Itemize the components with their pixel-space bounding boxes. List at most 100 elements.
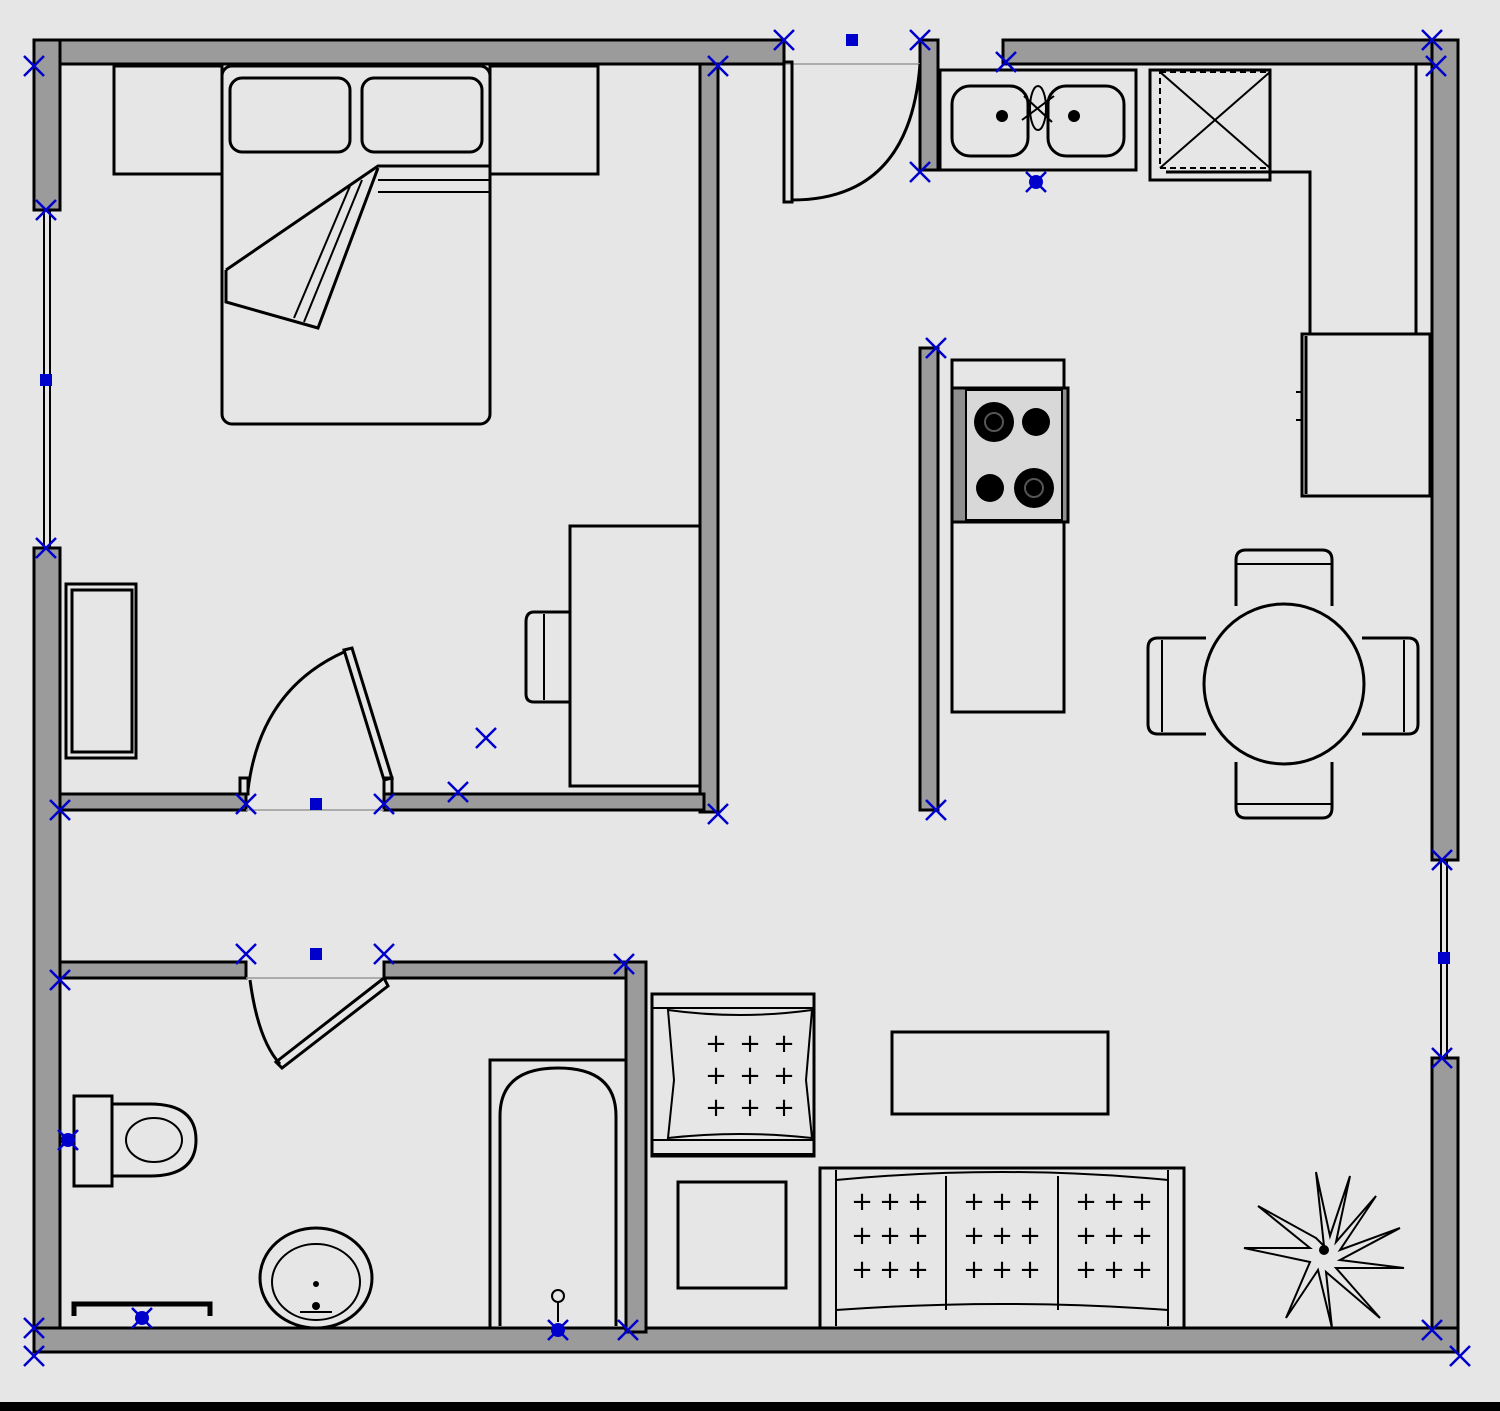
selection-handle-x[interactable] (617, 1319, 639, 1341)
wall-top-right[interactable] (1001, 38, 1460, 66)
armchair[interactable]: + + + + + + + + + (650, 992, 816, 1158)
selection-handle-x[interactable] (1449, 1345, 1471, 1367)
selection-handle-x[interactable] (447, 781, 469, 803)
desk[interactable] (568, 524, 702, 788)
wall-door-jamb[interactable] (918, 38, 940, 172)
svg-text:+: + (963, 1255, 985, 1285)
selection-handles[interactable] (23, 29, 1471, 1367)
dining-chair-right[interactable] (1362, 636, 1420, 736)
dresser[interactable] (64, 582, 138, 760)
stove[interactable] (950, 386, 1070, 524)
wall-right-upper[interactable] (1430, 38, 1460, 862)
selection-handle-x[interactable] (49, 799, 71, 821)
connection-point[interactable] (1029, 175, 1043, 189)
bathroom-door[interactable] (246, 975, 390, 1070)
dining-chair-top[interactable] (1234, 548, 1334, 606)
selection-handle-x[interactable] (707, 803, 729, 825)
coffee-table[interactable] (890, 1030, 1110, 1116)
svg-text:+: + (963, 1187, 985, 1217)
selection-handle-x[interactable] (373, 943, 395, 965)
svg-text:+: + (1075, 1255, 1097, 1285)
selection-handle-x[interactable] (925, 337, 947, 359)
desk-chair[interactable] (524, 610, 570, 704)
kitchen-counter[interactable] (1166, 64, 1418, 334)
towel-bar[interactable] (71, 1301, 213, 1316)
selection-handle-x[interactable] (1431, 849, 1453, 871)
selection-handle-x[interactable] (995, 51, 1017, 73)
selection-handle-x[interactable] (35, 537, 57, 559)
dining-chair-left[interactable] (1146, 636, 1206, 736)
washbasin[interactable] (258, 1226, 374, 1330)
selection-handle-x[interactable] (235, 943, 257, 965)
selection-handle-x[interactable] (909, 161, 931, 183)
selection-handle-x[interactable] (707, 55, 729, 77)
wall-bedroom-bottom-left[interactable] (58, 792, 248, 812)
selection-handle-x[interactable] (373, 793, 395, 815)
svg-text:+: + (991, 1255, 1013, 1285)
wall-top-left[interactable] (32, 38, 786, 66)
sofa[interactable]: +++ +++ +++ +++ +++ +++ +++ +++ +++ (818, 1166, 1186, 1330)
selection-handle-x[interactable] (1425, 55, 1447, 77)
wall-bath-right[interactable] (624, 960, 648, 1334)
wall-bath-top-left[interactable] (58, 960, 248, 980)
double-sink[interactable] (938, 68, 1138, 172)
wall-kitchen-partition[interactable] (918, 346, 940, 812)
wall-bedroom-right[interactable] (698, 62, 720, 814)
selection-handle-x[interactable] (909, 29, 931, 51)
svg-text:+: + (1075, 1187, 1097, 1217)
selection-handle-square[interactable] (1438, 952, 1450, 964)
dining-table[interactable] (1202, 602, 1366, 766)
side-cabinet[interactable] (1296, 332, 1432, 498)
dining-chair-bottom[interactable] (1234, 762, 1334, 820)
svg-text:+: + (1075, 1221, 1097, 1251)
selection-handle-x[interactable] (925, 799, 947, 821)
wall-left-lower[interactable] (32, 546, 62, 1350)
selection-handle-x[interactable] (1421, 1319, 1443, 1341)
svg-text:+: + (851, 1255, 873, 1285)
svg-text:+: + (1103, 1187, 1125, 1217)
svg-text:+: + (879, 1221, 901, 1251)
svg-text:+: + (907, 1221, 929, 1251)
kitchen-island[interactable] (950, 358, 1066, 714)
selection-handle-x[interactable] (35, 199, 57, 221)
connection-point[interactable] (135, 1311, 149, 1325)
svg-text:+: + (879, 1255, 901, 1285)
wall-bath-top-right[interactable] (382, 960, 632, 980)
entry-door[interactable] (782, 60, 922, 204)
side-table[interactable] (676, 1180, 788, 1290)
svg-text:+: + (739, 1029, 761, 1059)
svg-text:+: + (1103, 1221, 1125, 1251)
selection-handle-x[interactable] (23, 1317, 45, 1339)
selection-handle-x[interactable] (773, 29, 795, 51)
selection-handle-x[interactable] (23, 55, 45, 77)
selection-handle-square[interactable] (310, 948, 322, 960)
selection-handle-square[interactable] (40, 374, 52, 386)
selection-handle-x[interactable] (475, 727, 497, 749)
connection-point[interactable] (551, 1323, 565, 1337)
selection-handle-x[interactable] (23, 1345, 45, 1367)
wall-bedroom-bottom-right[interactable] (382, 792, 706, 812)
potted-plant[interactable] (1243, 1171, 1405, 1329)
svg-text:+: + (991, 1187, 1013, 1217)
selection-handle-x[interactable] (613, 953, 635, 975)
double-bed[interactable] (220, 64, 492, 426)
interior-walls[interactable] (58, 62, 940, 1334)
wall-right-lower[interactable] (1430, 1056, 1460, 1350)
wall-bottom[interactable] (32, 1326, 1460, 1354)
selection-handle-square[interactable] (310, 798, 322, 810)
wall-left-upper[interactable] (32, 38, 62, 212)
selection-handle-x[interactable] (235, 793, 257, 815)
selection-handle-x[interactable] (1431, 1047, 1453, 1069)
selection-handle-x[interactable] (1421, 29, 1443, 51)
selection-handle-square[interactable] (846, 34, 858, 46)
svg-text:+: + (705, 1061, 727, 1091)
svg-text:+: + (879, 1187, 901, 1217)
connection-point[interactable] (61, 1133, 75, 1147)
selection-handle-x[interactable] (49, 969, 71, 991)
refrigerator[interactable] (1148, 68, 1272, 182)
bedroom-door[interactable] (238, 646, 394, 811)
exterior-walls[interactable] (32, 38, 1460, 1354)
svg-text:+: + (705, 1093, 727, 1123)
